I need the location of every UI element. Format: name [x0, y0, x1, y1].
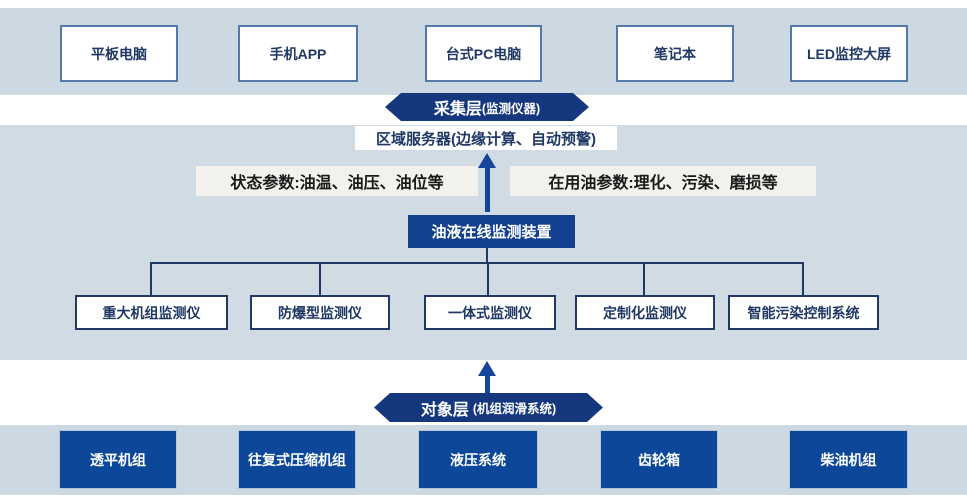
- connector-line: [643, 262, 645, 295]
- connector-line: [319, 262, 321, 295]
- object-box-reciprocating-compressor: 往复式压缩机组: [238, 430, 356, 489]
- connector-line: [486, 248, 488, 263]
- terminal-box-phone-app: 手机APP: [238, 25, 358, 82]
- arrow-head: [478, 153, 496, 168]
- arrow-shaft: [484, 168, 490, 212]
- terminal-box-desktop-pc: 台式PC电脑: [425, 25, 542, 82]
- collection-layer-banner: 采集层(监测仪器): [385, 93, 589, 121]
- collection-layer-subtitle: (监测仪器): [481, 101, 541, 116]
- arrow-up-icon: [477, 361, 497, 393]
- terminal-box-tablet: 平板电脑: [60, 25, 178, 82]
- collection-layer-title: 采集层: [433, 101, 482, 118]
- connector-line: [150, 262, 804, 264]
- object-box-gearbox: 齿轮箱: [600, 430, 718, 489]
- monitor-box-explosion-proof: 防爆型监测仪: [250, 295, 390, 330]
- monitor-box-integrated: 一体式监测仪: [424, 295, 556, 330]
- object-layer-subtitle: (机组润滑系统): [472, 402, 557, 416]
- arrow-head: [478, 361, 496, 376]
- monitor-box-major-unit: 重大机组监测仪: [75, 295, 228, 330]
- terminal-box-led-screen: LED监控大屏: [790, 25, 908, 82]
- status-params-label: 状态参数:油温、油压、油位等: [196, 166, 478, 196]
- object-box-diesel-unit: 柴油机组: [789, 430, 908, 489]
- object-box-hydraulic-system: 液压系统: [418, 430, 538, 489]
- terminal-box-laptop: 笔记本: [616, 25, 734, 82]
- oil-params-label: 在用油参数:理化、污染、磨损等: [510, 166, 816, 196]
- arrow-shaft: [484, 376, 490, 393]
- regional-server-box: 区域服务器(边缘计算、自动预警): [355, 126, 617, 150]
- monitor-box-customized: 定制化监测仪: [575, 295, 715, 330]
- object-box-turbine-unit: 透平机组: [59, 430, 177, 489]
- monitor-box-pollution-control: 智能污染控制系统: [728, 295, 879, 330]
- arrow-up-icon: [477, 153, 497, 212]
- connector-line: [802, 262, 804, 295]
- object-layer-title: 对象层: [420, 401, 469, 419]
- object-layer-banner: 对象层(机组润滑系统): [374, 393, 603, 422]
- connector-line: [150, 262, 152, 295]
- oil-monitoring-device-box: 油液在线监测装置: [408, 215, 575, 248]
- connector-line: [487, 262, 489, 295]
